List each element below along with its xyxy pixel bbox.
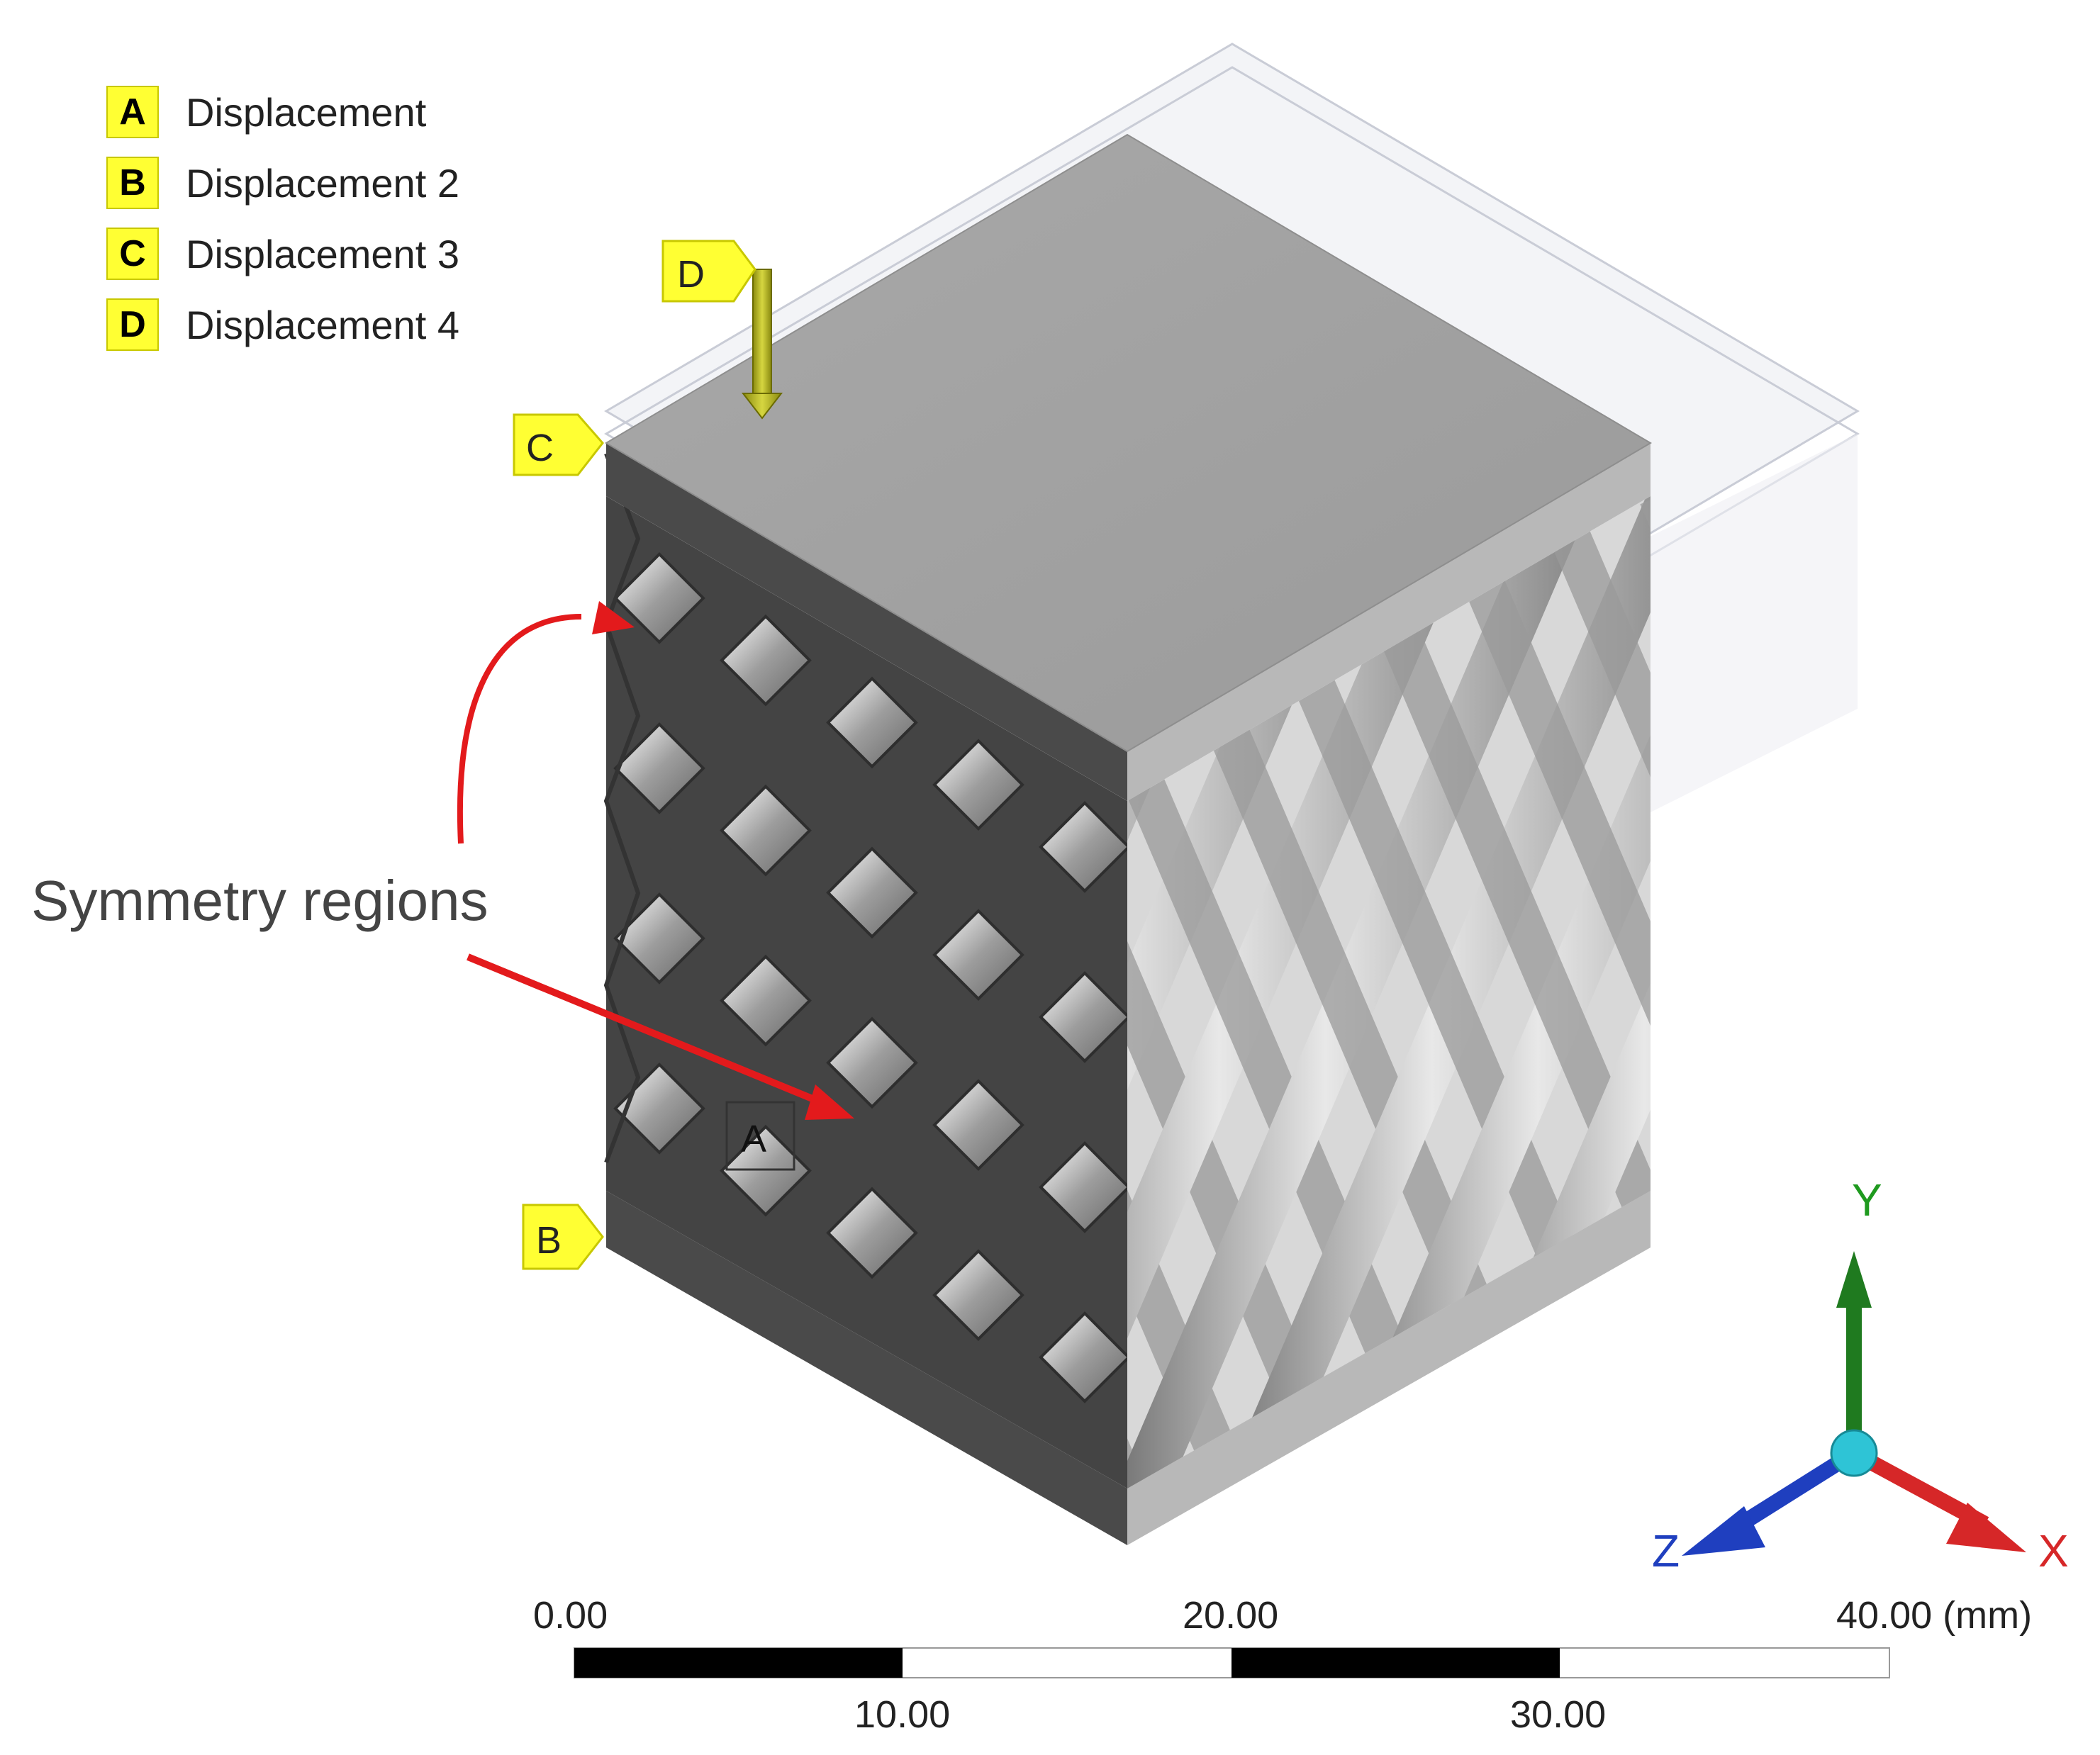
legend-item-d[interactable]: D Displacement 4 [106, 296, 459, 353]
coordinate-triad[interactable]: Y X Z [1652, 1174, 2069, 1576]
lattice-cell [826, 676, 918, 769]
legend-key-b: B [106, 157, 159, 209]
lattice-cell [826, 846, 918, 939]
lattice-strut [1427, 496, 1651, 1488]
load-arrow-d[interactable] [741, 269, 783, 420]
lattice-cell [720, 784, 812, 877]
lattice-cell [1039, 801, 1127, 893]
lattice-cell [826, 1016, 918, 1109]
triad-y-label: Y [1852, 1174, 1882, 1226]
lattice-cell [1039, 1141, 1127, 1233]
lattice-strut [1872, 496, 2100, 1524]
legend-item-c[interactable]: C Displacement 3 [106, 225, 459, 282]
lattice-cell [932, 909, 1024, 1001]
triad-z-arrowhead [1682, 1506, 1765, 1556]
lattice-cell [932, 1249, 1024, 1341]
triad-x-label: X [2038, 1525, 2069, 1576]
lattice-strut [2084, 496, 2100, 1524]
lattice-strut [1872, 496, 2100, 1524]
lattice-cell [1039, 971, 1127, 1063]
legend-item-b[interactable]: B Displacement 2 [106, 155, 459, 211]
lattice-cell [613, 722, 705, 814]
lattice-strut [1534, 496, 1651, 1488]
lattice-strut [1978, 496, 2100, 1524]
symmetry-region-box [725, 1101, 795, 1171]
legend-label-a: Displacement [186, 89, 427, 135]
scale-bar [574, 1647, 1890, 1678]
tag-d[interactable]: D [661, 240, 756, 303]
lattice-strut [1978, 496, 2100, 1524]
legend-label-d: Displacement 4 [186, 302, 459, 347]
lattice-strut [2084, 496, 2100, 1524]
lattice-cell [720, 954, 812, 1047]
scale-label-20: 20.00 [1183, 1594, 1279, 1637]
top-plate[interactable] [605, 133, 1652, 801]
symmetry-regions-annotation: Symmetry regions [31, 869, 488, 932]
lattice-cell [826, 1187, 918, 1279]
scale-label-0: 0.00 [533, 1594, 608, 1637]
tag-b[interactable]: B [522, 1204, 604, 1270]
triad-z-axis [1726, 1446, 1858, 1538]
legend-label-b: Displacement 2 [186, 160, 459, 206]
legend-label-c: Displacement 3 [186, 231, 459, 276]
lattice-cell [1039, 1311, 1127, 1403]
legend-key-d: D [106, 298, 159, 351]
lattice-cell [720, 614, 812, 707]
lattice-cell [613, 892, 705, 985]
lattice-cell [613, 552, 705, 644]
legend-item-a[interactable]: A Displacement [106, 84, 426, 140]
lattice-cell [932, 739, 1024, 831]
scale-label-40: 40.00 (mm) [1836, 1594, 2033, 1637]
tag-a-label: A [741, 1118, 766, 1160]
lattice-left-edge [603, 452, 641, 1164]
tag-b-label: B [536, 1219, 562, 1262]
scale-label-10: 10.00 [854, 1693, 951, 1736]
lattice-cell [932, 1079, 1024, 1171]
scale-label-30: 30.00 [1510, 1693, 1607, 1736]
triad-x-arrowhead [1946, 1503, 2026, 1552]
legend-key-c: C [106, 228, 159, 280]
tag-c[interactable]: C [513, 413, 604, 476]
annotation-arrows [457, 601, 854, 1120]
triad-origin[interactable] [1830, 1429, 1878, 1477]
triad-z-label: Z [1652, 1525, 1680, 1576]
legend-key-a: A [106, 86, 159, 138]
tag-c-label: C [526, 427, 554, 469]
tag-d-label: D [677, 253, 705, 296]
lattice-strut [1321, 496, 1651, 1488]
triad-y-arrowhead [1836, 1251, 1872, 1308]
